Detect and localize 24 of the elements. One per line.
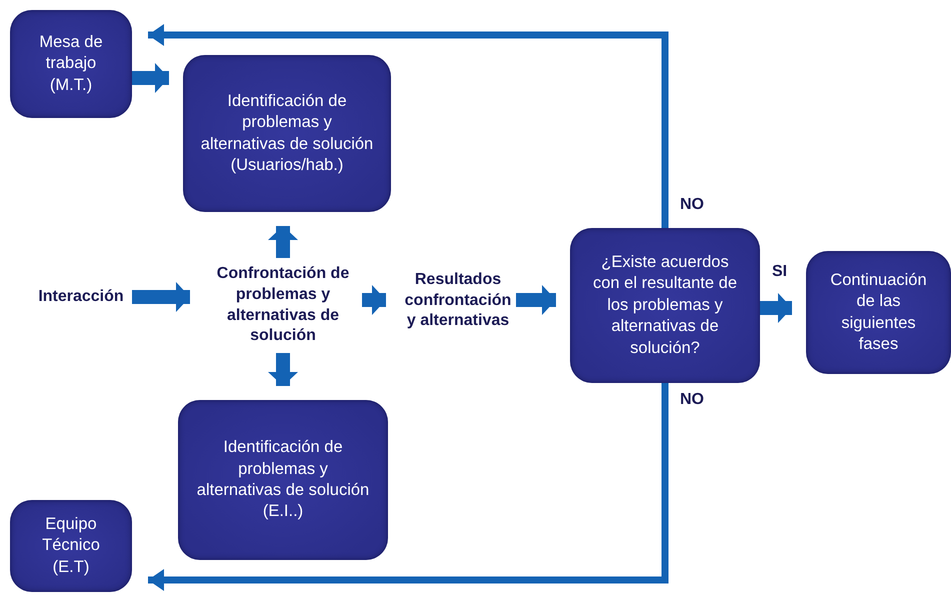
process-box <box>183 55 391 212</box>
block-arrow <box>132 282 190 312</box>
step-text: Resultados confrontación y alternativas <box>404 270 512 332</box>
process-box <box>806 251 951 374</box>
block-arrow <box>516 285 556 315</box>
box-text: ¿Existe acuerdos con el resultante de los problemas y alternativas de solución? <box>592 252 738 359</box>
block-arrow <box>760 293 792 323</box>
process-box <box>570 228 760 383</box>
box-text: Mesa de trabajo (M.T.) <box>38 32 104 96</box>
step-text: Confrontación de problemas y alternativas de solución <box>216 264 350 346</box>
feedback-arrow <box>148 24 668 228</box>
box-text: Equipo Técnico (E.T) <box>41 514 101 578</box>
block-arrow <box>268 353 298 386</box>
feedback-arrow <box>148 383 668 591</box>
block-arrow <box>362 285 386 315</box>
box-text: Identificación de problemas y alternativas de solución (Usuarios/hab.) <box>200 90 374 176</box>
process-box <box>10 10 132 118</box>
step-text: Interacción <box>38 286 124 307</box>
block-arrow <box>132 63 169 93</box>
block-arrow <box>268 226 298 258</box>
process-box <box>178 400 388 560</box>
box-text: Continuación de las siguientes fases <box>829 270 928 355</box>
box-text: Identificación de problemas y alternativas de solución (E.I..) <box>196 437 370 522</box>
process-box <box>10 500 132 592</box>
